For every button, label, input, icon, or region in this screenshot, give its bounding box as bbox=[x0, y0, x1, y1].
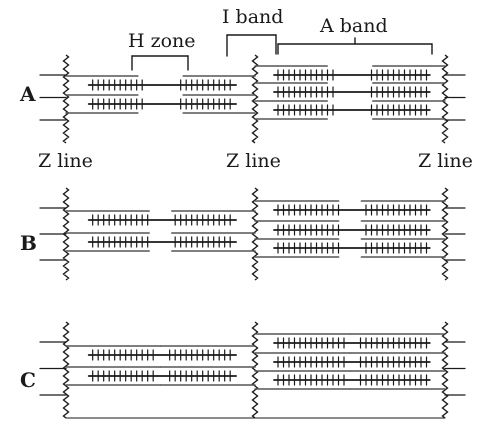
panel-b-z-line-right bbox=[441, 187, 449, 281]
panel-c-z-line-left bbox=[62, 321, 70, 419]
panel-a-right-thick-filament bbox=[273, 104, 431, 116]
panel-a-z-line-middle bbox=[251, 54, 259, 144]
h-zone-label: H zone bbox=[128, 30, 196, 52]
panel-b-sarcomere bbox=[39, 187, 466, 281]
panel-a-sarcomere bbox=[39, 54, 466, 144]
panel-a-z-line-left bbox=[62, 54, 70, 144]
panel-a-left-thick-filament bbox=[87, 79, 238, 91]
panel-b-letter: B bbox=[20, 231, 37, 255]
panel-c-right-thick-filament bbox=[273, 356, 431, 368]
z-line-right-label: Z line bbox=[418, 150, 473, 172]
panel-c-left-thick-filament bbox=[87, 370, 238, 382]
panel-c-right-thick-filament bbox=[273, 374, 431, 386]
panel-b-left-thick-filament bbox=[87, 236, 238, 248]
panel-b-right-thick-filament bbox=[273, 242, 431, 254]
panel-c-letter: C bbox=[20, 368, 36, 392]
panel-a-letter: A bbox=[20, 82, 36, 106]
z-line-left-label: Z line bbox=[38, 150, 93, 172]
band-brackets bbox=[131, 34, 433, 71]
a-band-label: A band bbox=[320, 15, 388, 37]
panel-b-right-thick-filament bbox=[273, 224, 431, 236]
panel-a-right-thick-filament bbox=[273, 86, 431, 98]
panel-a-left-thick-filament bbox=[87, 98, 238, 110]
panel-a-z-line-right bbox=[441, 54, 449, 144]
i-band-label: I band bbox=[222, 6, 284, 28]
panel-c-z-line-middle bbox=[251, 321, 259, 419]
panel-c-left-thick-filament bbox=[87, 349, 238, 361]
z-line-middle-label: Z line bbox=[226, 150, 281, 172]
panel-b-z-line-middle bbox=[251, 187, 259, 281]
panel-b-right-thick-filament bbox=[273, 204, 431, 216]
panel-c-z-line-right bbox=[441, 321, 449, 419]
panel-c-sarcomere bbox=[39, 321, 466, 419]
panel-b-left-thick-filament bbox=[87, 214, 238, 226]
panel-c-right-thick-filament bbox=[273, 337, 431, 349]
panel-a-right-thick-filament bbox=[273, 69, 431, 81]
